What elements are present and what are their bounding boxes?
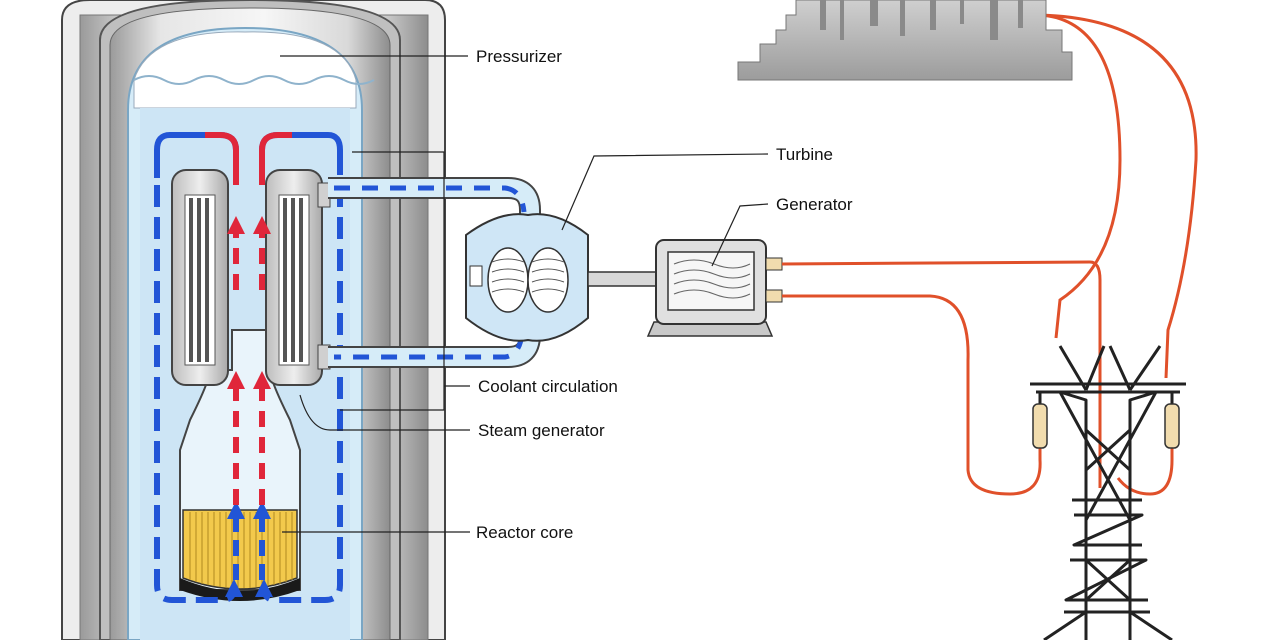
label-coolant-circulation: Coolant circulation [478,377,618,396]
transmission-tower [1030,345,1186,640]
power-lines [781,13,1198,496]
label-pressurizer: Pressurizer [476,47,562,66]
generator [646,239,783,337]
city-skyline [737,0,1073,81]
turbine-shaft [587,271,661,287]
primary-coolant-flow [154,132,343,603]
steam-pipe-upper [328,177,541,230]
steam-generator-right [265,169,331,386]
reactor-core [180,509,300,601]
steam-generator-left [171,169,229,386]
label-generator: Generator [776,195,853,214]
label-reactor-core: Reactor core [476,523,573,542]
label-turbine: Turbine [776,145,833,164]
pressurizer-steam [133,31,357,109]
callout-lines [280,55,769,533]
label-steam-generator: Steam generator [478,421,605,440]
insulators [1032,403,1180,449]
turbine [465,213,589,342]
